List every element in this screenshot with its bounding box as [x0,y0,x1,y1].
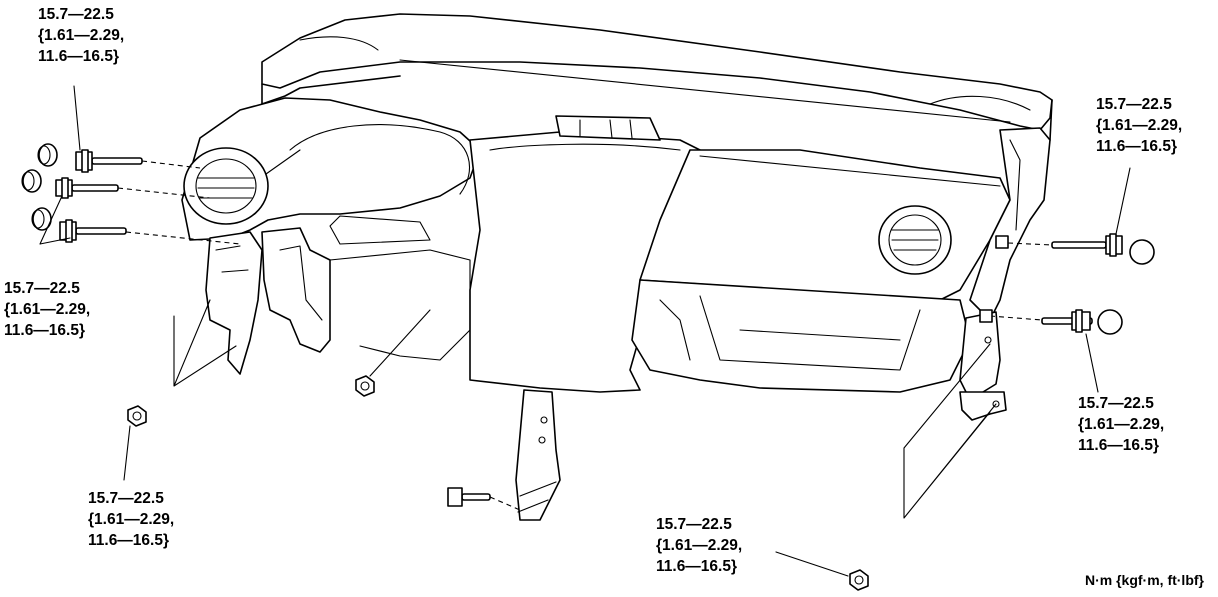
torque-nm: 15.7—22.5 [656,516,732,533]
torque-ftlbf: 11.6—16.5} [656,558,738,575]
unit-label: N·m {kgf·m, ft·lbf} [1085,572,1204,588]
left-bolt-upper [75,149,201,173]
torque-ftlbf: 11.6—16.5} [38,48,120,65]
left-air-vent [183,147,269,225]
nut-right-lower [849,569,869,591]
torque-nm: 15.7—22.5 [1096,96,1172,113]
torque-nm: 15.7—22.5 [88,490,164,507]
torque-kgfm: {1.61—2.29, [1096,117,1183,134]
right-air-vent [878,205,952,275]
torque-ftlbf: 11.6—16.5} [1078,437,1160,454]
left-bolt-caps [21,143,58,231]
torque-ftlbf: 11.6—16.5} [1096,138,1178,155]
torque-nm: 15.7—22.5 [1078,395,1154,412]
nut-left-lower [127,405,147,427]
leader-lines [39,85,1131,577]
torque-label-bottom-left: 15.7—22.5 {1.61—2.29, 11.6—16.5} [88,488,174,551]
right-bolt-lower [979,309,1123,335]
torque-kgfm: {1.61—2.29, [4,301,91,318]
torque-label-left-middle: 15.7—22.5 {1.61—2.29, 11.6—16.5} [4,278,90,341]
center-stay-bolt [447,487,521,511]
torque-kgfm: {1.61—2.29, [38,27,125,44]
right-bolt-upper [995,233,1155,265]
left-bolt-lower [59,219,241,245]
torque-nm: 15.7—22.5 [4,280,80,297]
torque-ftlbf: 11.6—16.5} [88,532,170,549]
torque-kgfm: {1.61—2.29, [88,511,175,528]
torque-label-top-right: 15.7—22.5 {1.61—2.29, 11.6—16.5} [1096,94,1182,157]
torque-ftlbf: 11.6—16.5} [4,322,86,339]
torque-label-right-middle: 15.7—22.5 {1.61—2.29, 11.6—16.5} [1078,393,1164,456]
torque-kgfm: {1.61—2.29, [1078,416,1165,433]
torque-kgfm: {1.61—2.29, [656,537,743,554]
nut-center-left [355,375,375,397]
torque-label-bottom-center: 15.7—22.5 {1.61—2.29, 11.6—16.5} [656,514,742,577]
torque-nm: 15.7—22.5 [38,6,114,23]
torque-label-top-left: 15.7—22.5 {1.61—2.29, 11.6—16.5} [38,4,124,67]
left-bolt-middle [55,177,211,199]
